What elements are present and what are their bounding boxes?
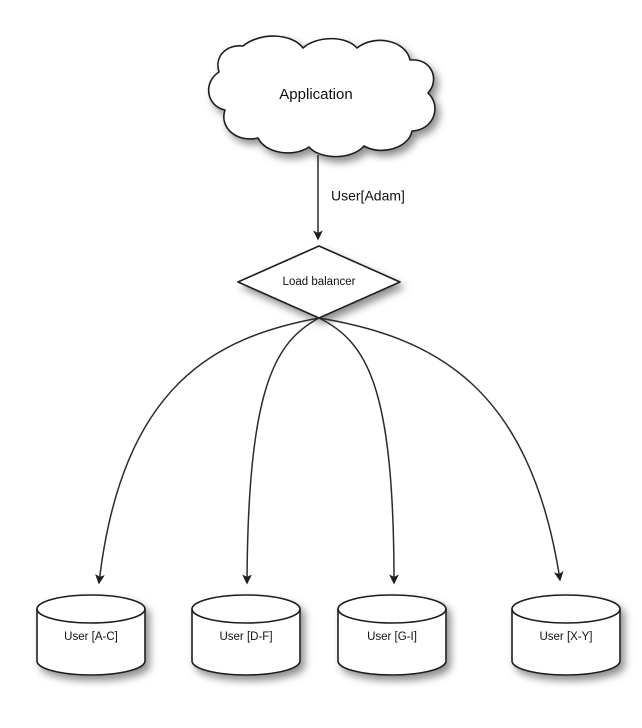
cylinder-body-4 xyxy=(511,594,621,676)
node-database-4[interactable]: User [X-Y] xyxy=(511,594,621,676)
node-database-2[interactable]: User [D-F] xyxy=(191,594,301,676)
edge-to-db-3[interactable] xyxy=(318,317,399,585)
edge-to-db-4[interactable] xyxy=(318,317,564,582)
cylinder-top-ellipse-2 xyxy=(191,608,301,624)
database-label-2: User [D-F] xyxy=(219,631,272,643)
database-label-4: User [X-Y] xyxy=(539,631,592,643)
database-label-3: User [G-I] xyxy=(367,631,417,643)
node-database-1[interactable]: User [A-C] xyxy=(36,594,146,676)
edge-label-user-adam: User[Adam] xyxy=(331,188,405,204)
node-load-balancer-diamond[interactable]: Load balancer xyxy=(237,245,401,319)
application-label: Application xyxy=(279,86,352,103)
cylinder-body-3 xyxy=(337,594,447,676)
cloud-shape xyxy=(208,35,436,158)
cylinder-top-ellipse-3 xyxy=(337,608,447,624)
database-label-1: User [A-C] xyxy=(64,631,118,643)
edge-application-to-load-balancer[interactable]: User[Adam] xyxy=(313,155,405,241)
edge-to-db-1[interactable] xyxy=(95,317,320,585)
edge-to-db-2[interactable] xyxy=(242,317,320,585)
cylinder-top-ellipse-4 xyxy=(511,608,621,624)
cylinder-body-1 xyxy=(36,594,146,676)
node-database-3[interactable]: User [G-I] xyxy=(337,594,447,676)
load-balancer-label: Load balancer xyxy=(283,276,356,288)
cylinder-body-2 xyxy=(191,594,301,676)
node-application-cloud[interactable]: Application xyxy=(208,35,436,158)
edges-balancer-to-databases xyxy=(95,317,564,585)
cylinder-top-ellipse-1 xyxy=(36,608,146,624)
